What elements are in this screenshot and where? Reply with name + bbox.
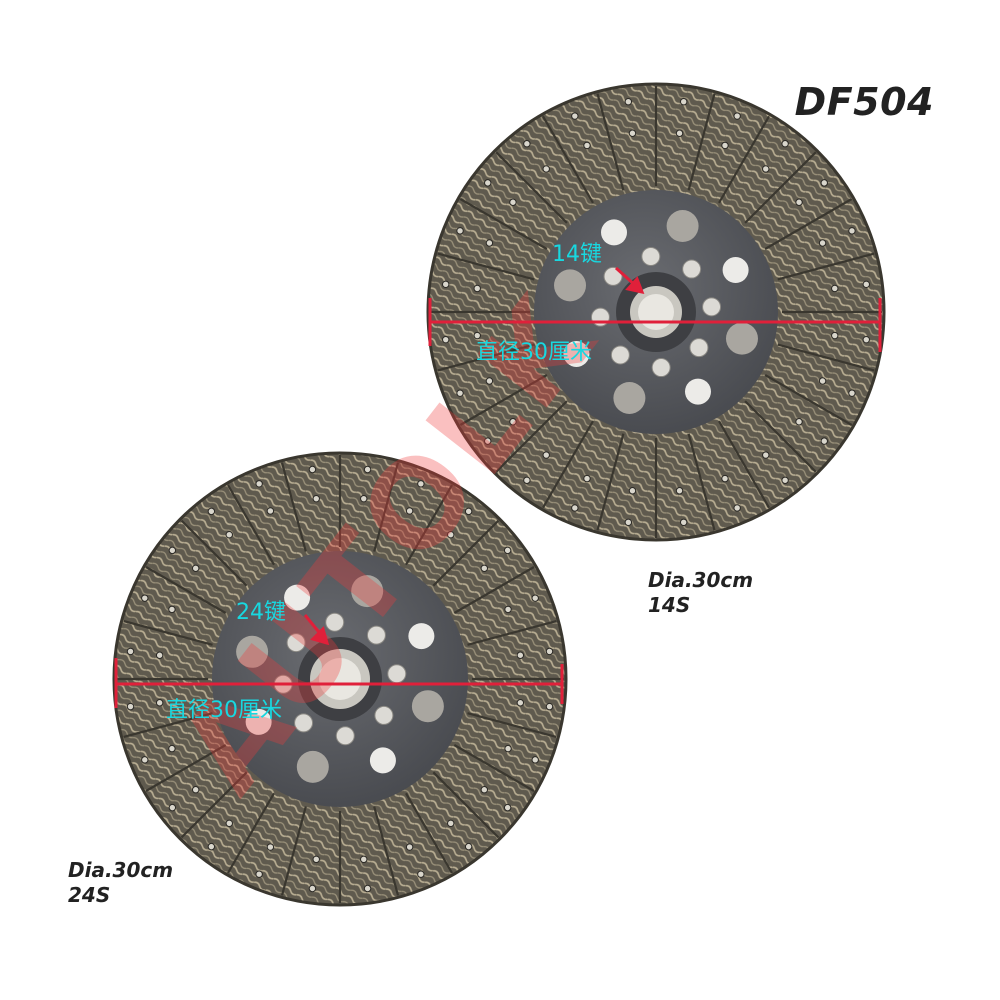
spec-diameter-bottom: Dia.30cm [68,858,174,882]
key-count-label-top: 14键 [552,242,602,267]
hub-holes-bottom [236,575,444,783]
spec-top: Dia.30cm 14S [648,568,753,618]
clutch-disc-top [426,82,886,542]
spec-splines-bottom: 24S [68,883,111,907]
friction-slots-top [430,86,882,538]
friction-slots-bottom [116,455,564,903]
diameter-measure-top [428,298,882,352]
diameter-label-bottom: 直径30厘米 [166,698,282,723]
diameter-label-top: 直径30厘米 [476,340,592,365]
diameter-measure-bottom [114,658,564,708]
rivets-bottom [126,465,554,893]
spec-splines-top: 14S [648,593,691,617]
key-count-label-bottom: 24键 [236,600,286,625]
hub-holes-top [554,210,758,414]
spec-bottom: Dia.30cm 24S [68,858,173,908]
model-title: DF504 [794,80,934,124]
arrow-icon-bottom [303,614,330,646]
rivets-top [442,98,870,526]
clutch-disc-bottom [112,451,568,907]
arrow-icon-top [614,266,645,295]
spec-diameter-top: Dia.30cm [648,568,754,592]
